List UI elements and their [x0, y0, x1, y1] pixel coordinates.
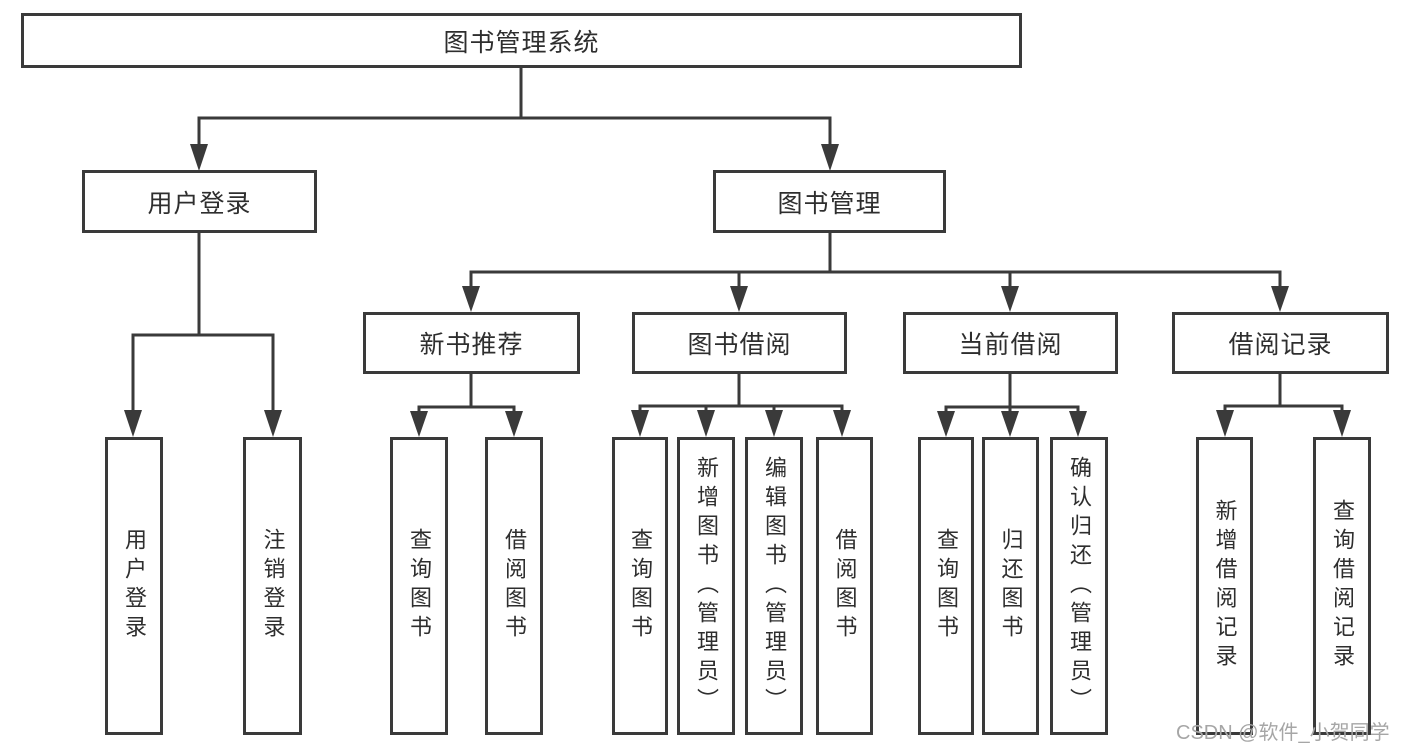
leaf-query-books-borrow: 查询图书 — [612, 437, 668, 735]
node-new-book-recommend-label: 新书推荐 — [419, 331, 524, 359]
leaf-add-books-admin-label: 新增图书（管理员） — [694, 455, 719, 717]
node-current-borrow-label: 当前借阅 — [958, 331, 1063, 359]
leaf-logout-label: 注销登录 — [260, 528, 286, 644]
leaf-borrow-books-recommend-label: 借阅图书 — [502, 528, 527, 644]
connector-current-borrow-branch — [937, 374, 1087, 437]
node-user-login: 用户登录 — [82, 170, 317, 233]
leaf-add-borrow-record: 新增借阅记录 — [1196, 437, 1253, 735]
leaf-query-books-recommend: 查询图书 — [390, 437, 448, 735]
node-new-book-recommend: 新书推荐 — [363, 312, 580, 374]
connector-new-book-branch — [410, 374, 523, 437]
leaf-confirm-return-admin-label: 确认归还（管理员） — [1067, 455, 1092, 717]
connector-user-login-branch — [124, 233, 282, 437]
connector-root-to-level1 — [190, 68, 839, 171]
leaf-edit-books-admin: 编辑图书（管理员） — [745, 437, 803, 735]
node-current-borrow: 当前借阅 — [903, 312, 1118, 374]
node-book-borrow: 图书借阅 — [632, 312, 847, 374]
leaf-add-borrow-record-label: 新增借阅记录 — [1212, 499, 1238, 673]
leaf-edit-books-admin-label: 编辑图书（管理员） — [762, 455, 787, 717]
node-book-management: 图书管理 — [713, 170, 946, 233]
leaf-logout: 注销登录 — [243, 437, 302, 735]
node-user-login-label: 用户登录 — [147, 189, 252, 218]
node-book-borrow-label: 图书借阅 — [687, 331, 792, 359]
leaf-borrow-books-label: 借阅图书 — [832, 528, 858, 644]
node-root-label: 图书管理系统 — [443, 28, 600, 57]
leaf-query-borrow-record-label: 查询借阅记录 — [1330, 499, 1355, 673]
connector-borrow-records-branch — [1216, 374, 1351, 437]
node-book-management-label: 图书管理 — [777, 189, 882, 218]
leaf-borrow-books-recommend: 借阅图书 — [485, 437, 543, 735]
leaf-confirm-return-admin: 确认归还（管理员） — [1050, 437, 1108, 735]
leaf-borrow-books: 借阅图书 — [816, 437, 873, 735]
connector-book-borrow-branch — [631, 374, 851, 437]
node-root-system: 图书管理系统 — [21, 13, 1022, 68]
leaf-query-books-recommend-label: 查询图书 — [407, 528, 432, 644]
leaf-user-login: 用户登录 — [105, 437, 163, 735]
leaf-add-books-admin: 新增图书（管理员） — [677, 437, 735, 735]
leaf-return-books-label: 归还图书 — [998, 528, 1024, 644]
leaf-return-books: 归还图书 — [982, 437, 1039, 735]
leaf-query-books-current-label: 查询图书 — [934, 528, 959, 644]
leaf-query-books-current: 查询图书 — [918, 437, 974, 735]
node-borrow-records: 借阅记录 — [1172, 312, 1389, 374]
csdn-watermark: CSDN @软件_小贺同学 — [1176, 722, 1390, 744]
node-borrow-records-label: 借阅记录 — [1228, 331, 1333, 359]
leaf-user-login-label: 用户登录 — [122, 528, 147, 644]
leaf-query-books-borrow-label: 查询图书 — [628, 528, 653, 644]
connector-book-management-to-level2 — [462, 233, 1289, 312]
leaf-query-borrow-record: 查询借阅记录 — [1313, 437, 1371, 735]
